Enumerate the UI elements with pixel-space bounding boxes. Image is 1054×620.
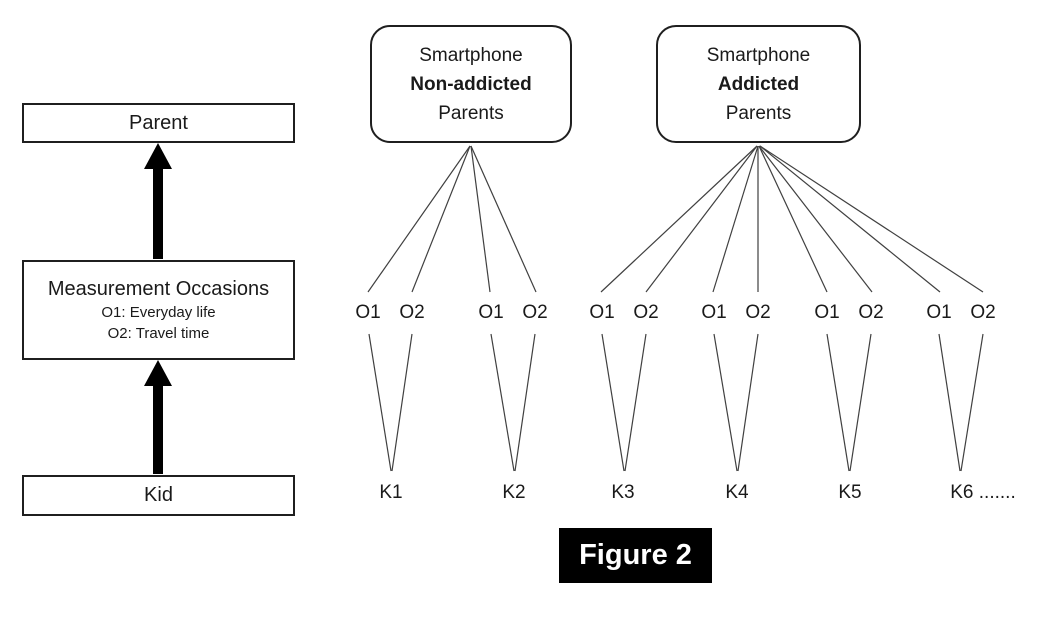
fan-line	[712, 145, 759, 293]
fan-line	[470, 145, 537, 293]
addicted-line1: Smartphone	[706, 44, 811, 66]
occasion-label-k6-o1: O1	[926, 302, 952, 323]
kid-label-k6: K6 .......	[950, 482, 1016, 503]
non-addicted-line1: Smartphone	[419, 44, 523, 66]
fan-line	[470, 145, 491, 293]
addicted-parents-box: Smartphone Addicted Parents	[656, 25, 861, 143]
non-addicted-line2: Non-addicted	[410, 73, 532, 95]
kid-line	[826, 333, 850, 472]
occasion-label-k5-o1: O1	[814, 302, 840, 323]
kid-label-k1: K1	[379, 482, 403, 503]
kid-line	[960, 333, 984, 472]
fan-line	[758, 145, 873, 293]
kid-label-k2: K2	[502, 482, 526, 503]
non-addicted-line3: Parents	[438, 102, 504, 124]
kid-box-label: Kid	[144, 484, 173, 506]
occasion-label-k1-o1: O1	[355, 302, 381, 323]
kid-line	[713, 333, 738, 472]
fan-line	[758, 145, 828, 293]
measurement-box-title: Measurement Occasions	[47, 278, 270, 300]
occasion-label-k4-o1: O1	[701, 302, 727, 323]
occasion-label-k2-o1: O1	[478, 302, 504, 323]
fan-line	[411, 145, 471, 293]
fan-line	[367, 145, 471, 293]
occasion-label-k3-o2: O2	[633, 302, 659, 323]
occasion-label-k3-o1: O1	[589, 302, 615, 323]
kid-label-k3: K3	[611, 482, 635, 503]
kid-line	[391, 333, 413, 472]
kid-line	[849, 333, 872, 472]
occasion-label-k6-o2: O2	[970, 302, 996, 323]
measurement-occasion-2: O2: Travel time	[107, 325, 210, 342]
occasion-label-k5-o2: O2	[858, 302, 884, 323]
occasion-label-k4-o2: O2	[745, 302, 771, 323]
fan-line	[759, 145, 984, 293]
kid-line	[938, 333, 961, 472]
non-addicted-parents-box: Smartphone Non-addicted Parents	[370, 25, 572, 143]
kid-line	[601, 333, 625, 472]
parent-box: Parent	[22, 103, 295, 143]
addicted-line2: Addicted	[717, 73, 800, 95]
kid-label-k5: K5	[838, 482, 862, 503]
kid-line	[490, 333, 515, 472]
kid-line	[624, 333, 647, 472]
occasion-label-k2-o2: O2	[522, 302, 548, 323]
figure-caption: Figure 2	[559, 528, 712, 583]
arrowhead-measurement-to-parent	[144, 143, 172, 169]
kid-line	[514, 333, 536, 472]
fan-line	[759, 145, 941, 293]
parent-box-label: Parent	[129, 111, 188, 134]
kid-box: Kid	[22, 475, 295, 516]
kid-line	[737, 333, 759, 472]
addicted-line3: Parents	[725, 102, 792, 124]
figure-caption-text: Figure 2	[579, 539, 692, 571]
occasion-label-k1-o2: O2	[399, 302, 425, 323]
kid-line	[368, 333, 392, 472]
kid-label-k4: K4	[725, 482, 749, 503]
fan-line	[600, 145, 758, 293]
arrowhead-kid-to-measurement	[144, 360, 172, 386]
measurement-occasions-box: Measurement Occasions O1: Everyday life …	[22, 260, 295, 360]
fan-line	[645, 145, 758, 293]
measurement-occasion-1: O1: Everyday life	[101, 304, 216, 321]
